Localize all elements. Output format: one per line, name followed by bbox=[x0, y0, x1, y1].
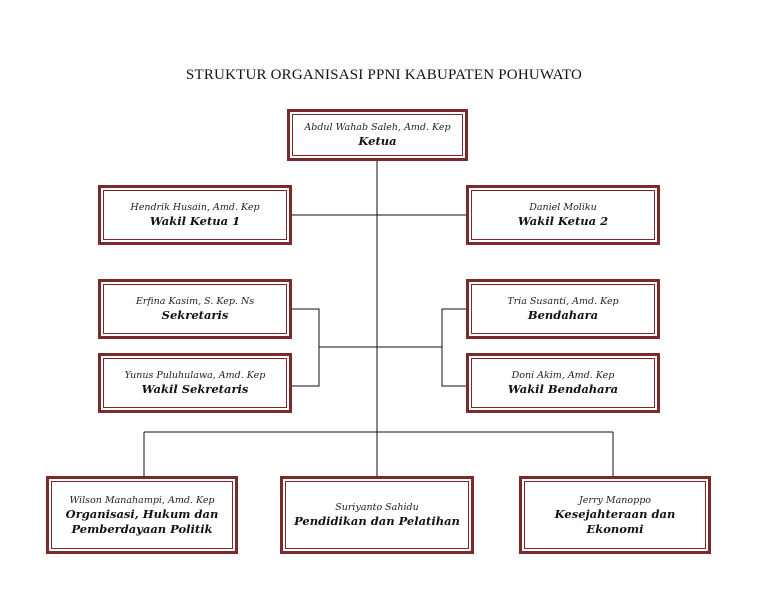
node-role: Wakil Sekretaris bbox=[141, 382, 249, 396]
node-role: Ketua bbox=[358, 134, 397, 148]
node-role: Sekretaris bbox=[161, 308, 229, 322]
node-bendahara: Tria Susanti, Amd. Kep Bendahara bbox=[466, 279, 660, 339]
chart-title: STRUKTUR ORGANISASI PPNI KABUPATEN POHUW… bbox=[185, 67, 583, 83]
node-sekretaris: Erfina Kasim, S. Kep. Ns Sekretaris bbox=[98, 279, 292, 339]
node-name: Abdul Wahab Saleh, Amd. Kep bbox=[304, 122, 451, 133]
node-name: Doni Akim, Amd. Kep bbox=[511, 370, 615, 381]
node-role: Pendidikan dan Pelatihan bbox=[294, 514, 460, 528]
right-bracket bbox=[441, 308, 466, 387]
node-role: Wakil Bendahara bbox=[507, 382, 619, 396]
node-role: Bendahara bbox=[527, 308, 599, 322]
node-wakil-ketua-1: Hendrik Husain, Amd. Kep Wakil Ketua 1 bbox=[98, 185, 292, 245]
node-role-line-1: Kesejahteraan dan bbox=[554, 506, 676, 521]
node-pendidikan: Suriyanto Sahidu Pendidikan dan Pelatiha… bbox=[280, 476, 474, 554]
node-kesejahteraan: Jerry Manoppo Kesejahteraan dan Ekonomi bbox=[519, 476, 711, 554]
node-name: Daniel Moliku bbox=[529, 202, 597, 213]
node-ketua: Abdul Wahab Saleh, Amd. Kep Ketua bbox=[287, 109, 468, 161]
node-wakil-ketua-2: Daniel Moliku Wakil Ketua 2 bbox=[466, 185, 660, 245]
node-name: Jerry Manoppo bbox=[578, 494, 651, 506]
node-organisasi: Wilson Manahampi, Amd. Kep Organisasi, H… bbox=[46, 476, 238, 554]
left-bracket bbox=[292, 308, 320, 387]
node-role: Wakil Ketua 2 bbox=[517, 214, 609, 228]
node-role-line-2: Pemberdayaan Politik bbox=[71, 521, 213, 536]
node-name: Yunus Puluhulawa, Amd. Kep bbox=[124, 370, 266, 381]
node-name: Tria Susanti, Amd. Kep bbox=[507, 296, 619, 307]
node-wakil-sekretaris: Yunus Puluhulawa, Amd. Kep Wakil Sekreta… bbox=[98, 353, 292, 413]
node-wakil-bendahara: Doni Akim, Amd. Kep Wakil Bendahara bbox=[466, 353, 660, 413]
node-name: Hendrik Husain, Amd. Kep bbox=[130, 202, 260, 213]
node-name: Erfina Kasim, S. Kep. Ns bbox=[135, 296, 255, 307]
node-role-line-2: Ekonomi bbox=[586, 521, 644, 536]
node-role: Wakil Ketua 1 bbox=[149, 214, 241, 228]
node-name: Suriyanto Sahidu bbox=[335, 502, 419, 513]
node-role-line-1: Organisasi, Hukum dan bbox=[65, 506, 219, 521]
node-name: Wilson Manahampi, Amd. Kep bbox=[69, 494, 215, 506]
